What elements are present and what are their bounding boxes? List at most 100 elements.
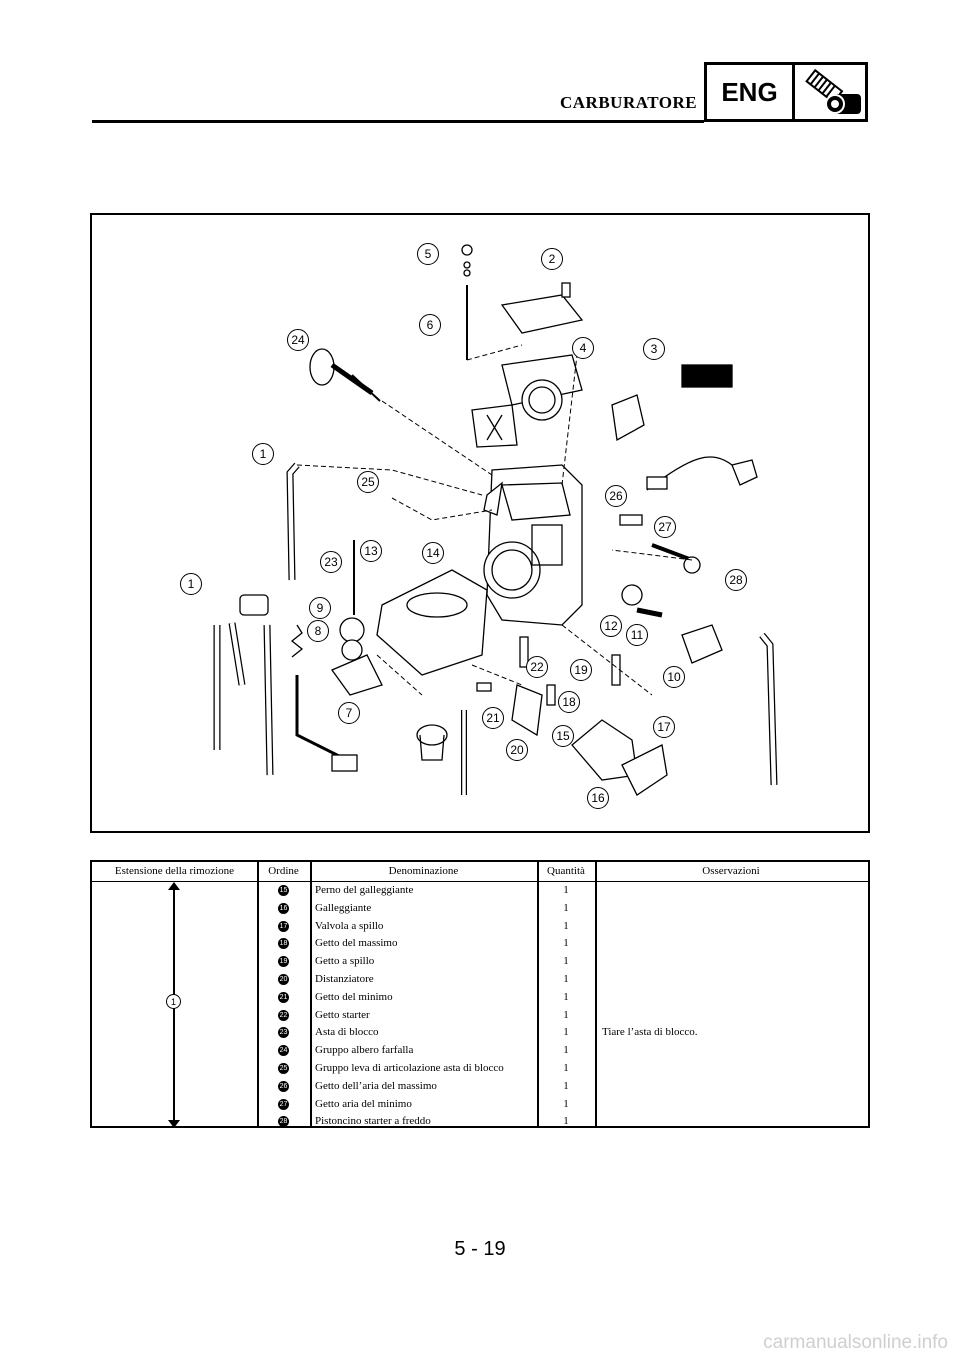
float-bowl	[376, 569, 488, 761]
callout-18: 18	[558, 691, 580, 713]
part-quantity: 1	[563, 1115, 569, 1128]
table-row: 28 Pistoncino starter a freddo 1	[92, 1113, 868, 1131]
part-quantity: 1	[563, 901, 569, 914]
table-row: 24 Gruppo albero farfalla 1	[92, 1042, 868, 1060]
order-number: 16	[278, 902, 289, 914]
table-row: 21 Getto del minimo 1	[92, 989, 868, 1007]
part-name: Distanziatore	[315, 973, 374, 985]
part-quantity: 1	[563, 919, 569, 932]
part-quantity: 1	[563, 1062, 569, 1074]
carburetor-body	[483, 464, 583, 626]
order-number: 22	[278, 1009, 289, 1021]
part-quantity: 1	[563, 1097, 569, 1110]
callout-4: 4	[572, 337, 594, 359]
diagram-drawing	[213, 244, 778, 796]
part-quantity: 1	[563, 937, 569, 950]
part-name: Getto starter	[315, 1008, 370, 1021]
part-name: Getto aria del minimo	[315, 1097, 412, 1110]
arrow-up-icon	[168, 882, 180, 890]
engine-bolt-icon	[795, 65, 865, 119]
callout-9: 9	[309, 597, 331, 619]
part-name: Getto del massimo	[315, 937, 398, 950]
part-quantity: 1	[563, 973, 569, 985]
callout-1b: 1	[180, 573, 202, 595]
callout-2: 2	[541, 248, 563, 270]
table-row: 18 Getto del massimo 1	[92, 935, 868, 953]
header-extent: Estensione della rimozione	[114, 865, 235, 877]
col-divider	[595, 862, 597, 1126]
callout-12: 12	[600, 615, 622, 637]
order-number: 21	[278, 991, 289, 1003]
order-number: 18	[278, 938, 289, 950]
badge-label: ENG	[707, 65, 795, 119]
callout-21: 21	[482, 707, 504, 729]
watermark-site: carmanualsonline.info	[763, 1332, 948, 1353]
disassembly-table: Estensione della rimozione Ordine Denomi…	[90, 860, 870, 1128]
header-quantity: Quantità	[547, 865, 585, 877]
table-row: 17 Valvola a spillo 1	[92, 918, 868, 936]
callout-6: 6	[419, 314, 441, 336]
section-badge: ENG	[704, 62, 868, 122]
callout-26: 26	[605, 485, 627, 507]
col-divider	[257, 862, 259, 1126]
order-number: 25	[278, 1063, 289, 1074]
callout-8: 8	[307, 620, 329, 642]
order-number: 17	[278, 920, 289, 932]
part-quantity: 1	[563, 1008, 569, 1021]
range-label: 1	[166, 994, 181, 1009]
callout-27: 27	[654, 516, 676, 538]
callout-10: 10	[663, 666, 685, 688]
throttle-shaft	[309, 348, 381, 402]
order-number: 26	[278, 1080, 289, 1092]
callout-23: 23	[320, 551, 342, 573]
part-name: Pistoncino starter a freddo	[315, 1115, 431, 1128]
part-note: Tiare l’asta di blocco.	[602, 1026, 698, 1039]
part-name: Getto dell’aria del massimo	[315, 1079, 437, 1092]
top-cover	[471, 354, 583, 448]
part-name: Valvola a spillo	[315, 919, 384, 932]
callout-11: 11	[626, 624, 648, 646]
order-number: 20	[278, 974, 289, 985]
table-row: 16 Galleggiante 1	[92, 900, 868, 918]
callout-5: 5	[417, 243, 439, 265]
callout-25: 25	[357, 471, 379, 493]
callout-13: 13	[360, 540, 382, 562]
part-quantity: 1	[563, 1026, 569, 1039]
table-row: 25 Gruppo leva di articolazione asta di b…	[92, 1060, 868, 1078]
callout-3: 3	[643, 338, 665, 360]
part-name: Perno del galleggiante	[315, 884, 414, 896]
header-rule	[92, 120, 704, 123]
part-name: Galleggiante	[315, 901, 372, 914]
col-divider	[537, 862, 539, 1126]
part-name: Gruppo albero farfalla	[315, 1044, 414, 1057]
callout-19: 19	[570, 659, 592, 681]
callout-15: 15	[552, 725, 574, 747]
part-quantity: 1	[563, 884, 569, 896]
order-number: 19	[278, 956, 289, 968]
order-number: 24	[278, 1045, 289, 1057]
part-name: Gruppo leva di articolazione asta di blo…	[315, 1062, 504, 1074]
page-number: 5 - 19	[454, 1238, 506, 1260]
table-row: 27 Getto aria del minimo 1	[92, 1096, 868, 1114]
part-quantity: 1	[563, 955, 569, 968]
table-row: 20 Distanziatore 1	[92, 971, 868, 989]
part-name: Asta di blocco	[315, 1026, 379, 1039]
order-number: 28	[278, 1116, 289, 1128]
part-quantity: 1	[563, 990, 569, 1003]
callout-16: 16	[587, 787, 609, 809]
callout-7: 7	[338, 702, 360, 724]
callout-1a: 1	[252, 443, 274, 465]
arrow-down-icon	[168, 1120, 180, 1128]
col-divider	[310, 862, 312, 1126]
table-row: 22 Getto starter 1	[92, 1007, 868, 1025]
order-number: 27	[278, 1098, 289, 1110]
callout-24: 24	[287, 329, 309, 351]
section-title: CARBURATORE	[560, 93, 698, 112]
part-quantity: 1	[563, 1044, 569, 1057]
header-name: Denominazione	[388, 865, 459, 877]
part-name: Getto del minimo	[315, 990, 393, 1003]
callout-17: 17	[653, 716, 675, 738]
